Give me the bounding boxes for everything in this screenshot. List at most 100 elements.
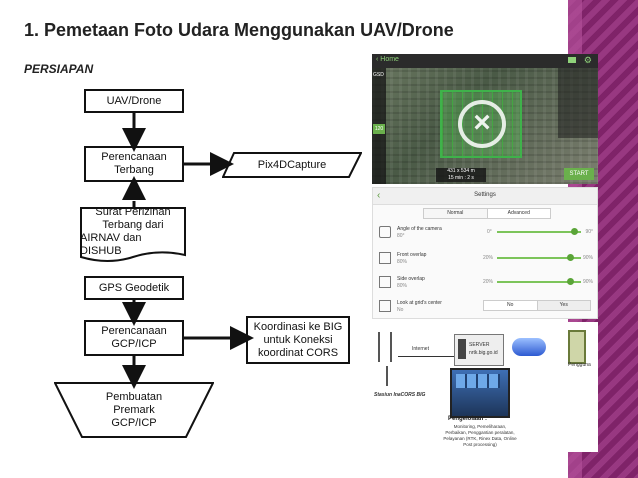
home-label: Home: [380, 56, 399, 63]
front-overlap-icon: [379, 252, 391, 264]
uav-drone-label: UAV/Drone: [106, 94, 162, 107]
front-overlap-label: Front overlap: [397, 252, 427, 258]
look-center-row: Look at grid's center No No Yes: [379, 298, 593, 316]
look-center-sub: No: [397, 307, 404, 313]
koordinasi-line3: koordinat CORS: [257, 346, 339, 359]
zoom-badge[interactable]: 120: [373, 124, 385, 134]
angle-max: 90°: [585, 229, 593, 235]
time-value: 15 min : 2 s: [448, 175, 474, 181]
toggle-yes[interactable]: Yes: [536, 301, 590, 310]
front-overlap-value: 80%: [397, 259, 408, 265]
pembuatan-line1: Pembuatan: [105, 390, 163, 403]
side-overlap-min: 20%: [483, 279, 494, 285]
gnss-antenna-icon: [378, 332, 392, 362]
drone-app-screenshot: ‹ Home ⚙ GSD 120 × 431 x 534 m 15 min : …: [372, 54, 598, 184]
angle-label: Angle of the camera: [397, 226, 442, 232]
gsd-label: GSD: [373, 72, 384, 78]
area-readout: 431 x 534 m 15 min : 2 s: [436, 168, 486, 182]
info-panel: [558, 68, 598, 138]
pengguna-label: Pengguna: [568, 362, 591, 368]
look-center-icon: [379, 300, 391, 312]
settings-title: Settings: [474, 192, 496, 198]
pembuatan-trapezoid: [54, 382, 214, 438]
tab-normal[interactable]: Normal: [424, 209, 487, 218]
inacors-network-diagram: Stasiun InaCORS BIG Internet SERVER nrtk…: [372, 322, 598, 452]
desc-line2: Perbaikan, Penggantian peralatan,: [445, 430, 515, 435]
pembuatan-label-wrap: Pembuatan Premark GCP/ICP: [54, 385, 214, 435]
side-overlap-thumb[interactable]: [567, 278, 574, 285]
toggle-no[interactable]: No: [484, 301, 537, 310]
look-center-toggle: No Yes: [483, 300, 591, 311]
slide-title: 1. Pemetaan Foto Udara Menggunakan UAV/D…: [24, 20, 454, 40]
desc-line1: Monitoring, Pemeliharaan,: [453, 424, 507, 429]
monitor-wall: [456, 374, 500, 388]
server-icon: [458, 339, 466, 359]
settings-header: ‹ Settings: [373, 188, 597, 205]
gnss-antenna-icon-2: [386, 366, 396, 386]
user-device-icon: [568, 330, 586, 364]
stasiun-label: Stasiun InaCORS BIG: [374, 392, 426, 398]
look-center-label: Look at grid's center: [397, 300, 442, 306]
home-link[interactable]: ‹ Home: [376, 56, 399, 63]
perencanaan-terbang-line2: Terbang: [114, 164, 154, 176]
koordinasi-box: Koordinasi ke BIG untuk Koneksi koordina…: [246, 316, 350, 364]
angle-slider-thumb[interactable]: [571, 228, 578, 235]
settings-panel: ‹ Settings Normal Advanced Angle of the …: [372, 187, 598, 319]
side-overlap-slider[interactable]: [497, 278, 581, 285]
camera-angle-icon: [379, 226, 391, 238]
internet-line: [398, 356, 454, 357]
pix4d-label: Pix4DCapture: [257, 159, 327, 171]
angle-slider[interactable]: [497, 228, 581, 235]
gear-icon[interactable]: ⚙: [583, 55, 592, 65]
cloud-icon: [512, 338, 546, 356]
desc-line3: Pelayanan (RTK, Rinex Data, Online: [443, 436, 517, 441]
surat-label-wrap: Surat Perizinan Terbang dari AIRNAV dan …: [80, 206, 186, 257]
surat-line1: Surat Perizinan: [95, 206, 171, 218]
flow-connectors: [122, 113, 254, 389]
pembuatan-line2: Premark: [113, 403, 155, 416]
gps-geodetik-label: GPS Geodetik: [98, 281, 170, 294]
server-line1: SERVER: [469, 342, 490, 348]
koordinasi-line2: untuk Koneksi: [263, 333, 333, 346]
gps-geodetik-box: GPS Geodetik: [84, 276, 184, 300]
control-room-photo: [450, 368, 510, 418]
drone-target-icon: ×: [458, 100, 506, 148]
side-overlap-icon: [379, 276, 391, 288]
area-value: 431 x 534 m: [447, 168, 475, 174]
pembuatan-line3: GCP/ICP: [111, 416, 157, 429]
camera-icon[interactable]: [568, 57, 576, 63]
side-overlap-value: 80%: [397, 283, 408, 289]
front-overlap-thumb[interactable]: [567, 254, 574, 261]
desc-line4: Post processing): [463, 442, 497, 447]
surat-line3: AIRNAV dan DISHUB: [80, 232, 142, 257]
angle-row: Angle of the camera 80° 0° 90°: [379, 224, 593, 244]
koordinasi-line1: Koordinasi ke BIG: [253, 320, 343, 333]
internet-label: Internet: [412, 346, 429, 352]
start-button[interactable]: START: [564, 168, 594, 180]
side-overlap-max: 90%: [582, 279, 593, 285]
pengelolaan-label: Pengelolaan :: [448, 416, 488, 422]
side-overlap-label: Side overlap: [397, 276, 425, 282]
back-icon[interactable]: ‹: [377, 190, 381, 201]
server-box: SERVER nrtk.big.go.id: [454, 334, 504, 366]
surat-document-shape: [80, 207, 186, 262]
front-overlap-max: 90%: [582, 255, 593, 261]
surat-line2: Terbang dari: [102, 219, 164, 231]
perencanaan-gcp-line1: Perencanaan: [101, 325, 167, 337]
pengelolaan-desc: Monitoring, Pemeliharaan, Perbaikan, Pen…: [430, 424, 530, 448]
uav-drone-box: UAV/Drone: [84, 89, 184, 113]
app-topbar: ‹ Home ⚙: [372, 54, 598, 68]
section-subtitle: PERSIAPAN: [24, 62, 94, 76]
server-line2: nrtk.big.go.id: [469, 350, 498, 356]
side-overlap-row: Side overlap 80% 20% 90%: [379, 274, 593, 294]
angle-min: 0°: [487, 229, 492, 235]
front-overlap-min: 20%: [483, 255, 494, 261]
left-toolbar: GSD 120: [372, 68, 386, 184]
perencanaan-terbang-line1: Perencanaan: [101, 151, 167, 163]
front-overlap-slider[interactable]: [497, 254, 581, 261]
perencanaan-gcp-line2: GCP/ICP: [111, 338, 157, 350]
front-overlap-row: Front overlap 80% 20% 90%: [379, 250, 593, 270]
settings-tabs: Normal Advanced: [423, 208, 551, 219]
tab-advanced[interactable]: Advanced: [486, 209, 550, 218]
angle-value: 80°: [397, 233, 405, 239]
